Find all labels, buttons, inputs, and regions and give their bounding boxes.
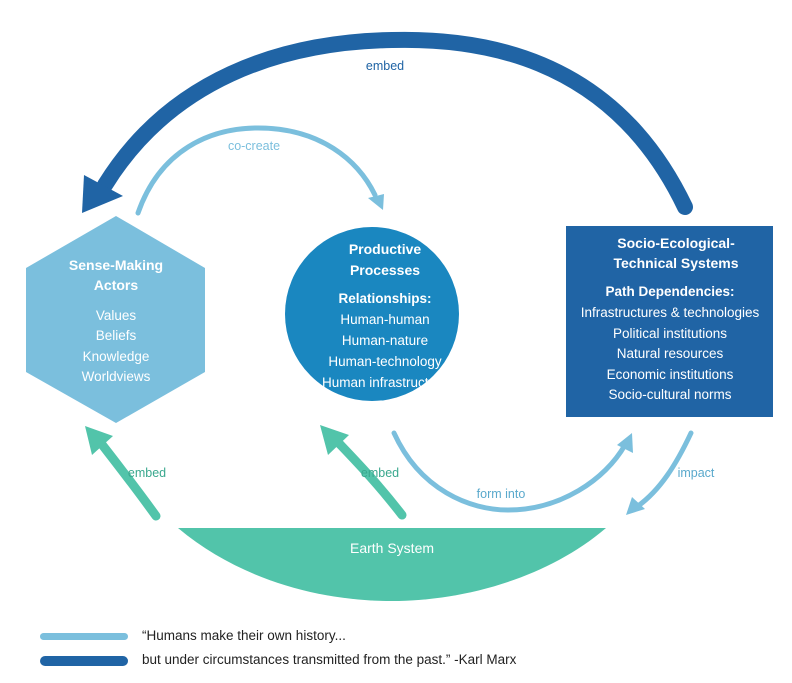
sets-box (566, 226, 773, 417)
sets-title-line1: Socio-Ecological- (617, 235, 735, 251)
productive-item: Human-human (340, 312, 429, 327)
embed-top-arrowhead (82, 175, 123, 213)
impact-arrowhead (626, 497, 645, 515)
form-into-label: form into (477, 487, 526, 501)
sets-item: Political institutions (613, 326, 727, 341)
productive-item: Human-technology (328, 354, 442, 369)
productive-subheading: Relationships: (338, 291, 431, 306)
co-create-label: co-create (228, 139, 280, 153)
embed-top-arrow-shaft (97, 31, 693, 215)
legend-light-bar (40, 633, 128, 640)
impact-label: impact (678, 466, 715, 480)
productive-processes-circle (285, 227, 459, 401)
sense-making-title-line2: Actors (94, 277, 139, 293)
embed-left-arrowhead (85, 426, 113, 455)
sets-subheading: Path Dependencies: (605, 284, 734, 299)
earth-system-label: Earth System (350, 540, 434, 556)
sets-item: Natural resources (617, 346, 724, 361)
co-create-arrow-shaft (135, 125, 378, 216)
productive-title-line1: Productive (349, 241, 422, 257)
legend-quote-line2: but under circumstances transmitted from… (142, 652, 517, 667)
legend-dark-bar (40, 656, 128, 666)
embed-top-label: embed (366, 59, 404, 73)
sense-making-item: Values (96, 308, 137, 323)
productive-title-line2: Processes (350, 262, 420, 278)
sense-making-item: Beliefs (96, 328, 137, 343)
earth-system-bowl (178, 528, 606, 601)
sense-making-title-line1: Sense-Making (69, 257, 163, 273)
form-into-arrow-shaft (391, 430, 628, 513)
productive-item: Human infrastructure (322, 375, 448, 390)
co-create-arrowhead (368, 194, 384, 210)
sense-making-item: Worldviews (82, 369, 151, 384)
sets-item: Socio-cultural norms (608, 387, 731, 402)
impact-arrow-shaft (635, 430, 694, 509)
form-into-arrowhead (617, 433, 633, 453)
productive-item: Human-nature (342, 333, 428, 348)
embed-middle-label: embed (361, 466, 399, 480)
sense-making-hexagon (26, 216, 205, 423)
embed-left-label: embed (128, 466, 166, 480)
embed-middle-arrowhead (320, 425, 349, 455)
sets-title-line2: Technical Systems (613, 255, 738, 271)
sense-making-item: Knowledge (83, 349, 150, 364)
legend-quote-line1: “Humans make their own history... (142, 628, 346, 643)
sets-item: Economic institutions (607, 367, 734, 382)
sets-item: Infrastructures & technologies (581, 305, 760, 320)
